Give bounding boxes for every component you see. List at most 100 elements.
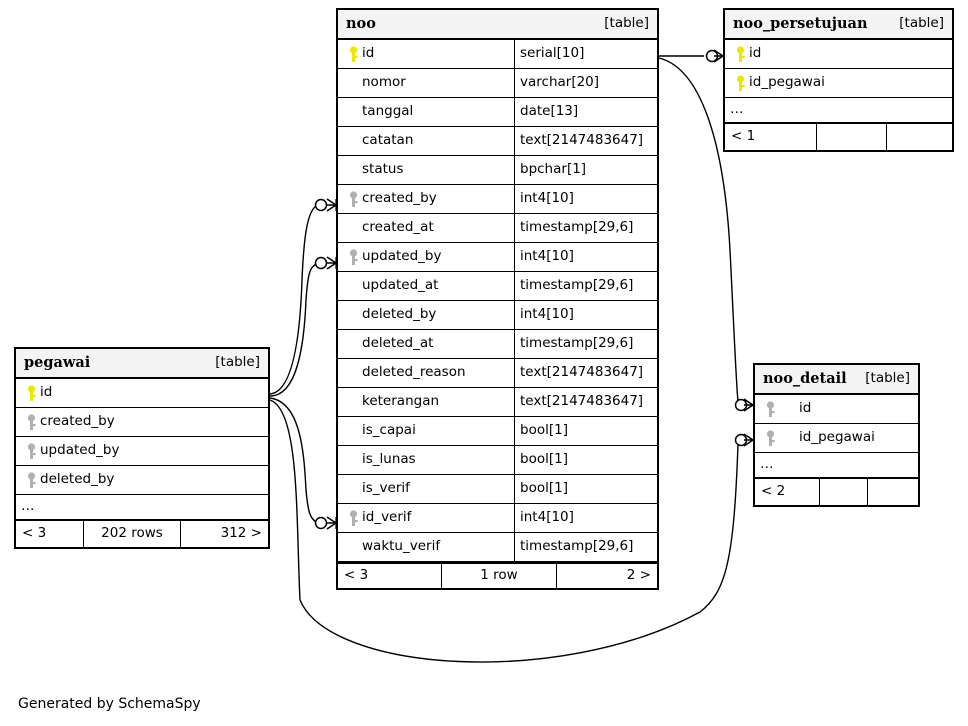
- column-name-cell: nomor: [338, 69, 514, 97]
- table-pegawai-tag: [table]: [215, 354, 260, 371]
- table-row[interactable]: id_pegawai: [725, 69, 952, 98]
- column-name: deleted_by: [40, 471, 115, 488]
- footer-parents-count[interactable]: < 2: [761, 483, 786, 500]
- foreign-key-icon: [22, 442, 40, 460]
- column-type: int4[10]: [514, 185, 657, 213]
- column-type: bool[1]: [514, 475, 657, 503]
- table-row[interactable]: deleted_reason text[2147483647]: [338, 359, 657, 388]
- generator-note: Generated by SchemaSpy: [18, 696, 201, 712]
- foreign-key-icon: [344, 190, 362, 208]
- column-name: catatan: [362, 132, 414, 149]
- table-pegawai-title: pegawai: [24, 353, 91, 371]
- foreign-key-icon: [761, 400, 779, 418]
- table-noo-detail-footer: < 2: [755, 479, 918, 505]
- footer-children-count[interactable]: 2 >: [556, 564, 657, 588]
- table-row[interactable]: updated_by int4[10]: [338, 243, 657, 272]
- footer-parents-count[interactable]: < 1: [731, 128, 756, 145]
- column-name: is_verif: [362, 480, 410, 497]
- table-row[interactable]: deleted_by: [16, 466, 268, 495]
- table-row[interactable]: status bpchar[1]: [338, 156, 657, 185]
- table-row[interactable]: is_capai bool[1]: [338, 417, 657, 446]
- footer-parents-count[interactable]: < 3: [22, 525, 47, 542]
- table-row[interactable]: created_at timestamp[29,6]: [338, 214, 657, 243]
- column-name: updated_by: [362, 248, 442, 265]
- primary-key-icon: [731, 74, 749, 92]
- column-name: deleted_reason: [362, 364, 466, 381]
- column-name-cell: deleted_reason: [338, 359, 514, 387]
- footer-row-count: [816, 124, 886, 150]
- table-row[interactable]: id: [16, 379, 268, 408]
- column-name: id: [40, 384, 53, 401]
- column-name: created_by: [362, 190, 437, 207]
- table-row[interactable]: id: [755, 395, 918, 424]
- column-name-cell: keterangan: [338, 388, 514, 416]
- foreign-key-icon: [761, 429, 779, 447]
- table-row[interactable]: is_lunas bool[1]: [338, 446, 657, 475]
- column-type: varchar[20]: [514, 69, 657, 97]
- column-type: bool[1]: [514, 417, 657, 445]
- footer-parents-count[interactable]: < 3: [344, 567, 369, 584]
- footer-row-count: 1 row: [441, 564, 556, 588]
- column-name-cell: updated_by: [338, 243, 514, 271]
- table-noo-tag: [table]: [604, 15, 649, 32]
- primary-key-icon: [344, 45, 362, 63]
- column-type: int4[10]: [514, 504, 657, 532]
- footer-children-count[interactable]: [886, 124, 952, 150]
- column-name: id: [362, 45, 375, 62]
- table-noo-persetujuan-tag: [table]: [899, 15, 944, 32]
- column-name: status: [362, 161, 404, 178]
- table-row[interactable]: deleted_by int4[10]: [338, 301, 657, 330]
- table-row[interactable]: is_verif bool[1]: [338, 475, 657, 504]
- table-row[interactable]: id: [725, 40, 952, 69]
- column-name-cell: id: [16, 379, 268, 407]
- column-name: id_pegawai: [799, 429, 875, 446]
- column-type: text[2147483647]: [514, 127, 657, 155]
- more-columns-ellipsis: …: [725, 98, 952, 124]
- table-pegawai-header: pegawai [table]: [16, 349, 268, 379]
- column-name: id: [799, 400, 812, 417]
- column-name: id: [749, 45, 762, 62]
- table-row[interactable]: created_by: [16, 408, 268, 437]
- column-name-cell: waktu_verif: [338, 533, 514, 561]
- column-name-cell: created_at: [338, 214, 514, 242]
- table-row[interactable]: id serial[10]: [338, 40, 657, 69]
- column-name: is_capai: [362, 422, 416, 439]
- footer-children-count[interactable]: [867, 479, 918, 505]
- column-name: id_verif: [362, 509, 412, 526]
- table-row[interactable]: tanggal date[13]: [338, 98, 657, 127]
- table-noo-persetujuan-footer: < 1: [725, 124, 952, 150]
- column-name: is_lunas: [362, 451, 416, 468]
- column-name-cell: created_by: [338, 185, 514, 213]
- column-name: updated_by: [40, 442, 120, 459]
- table-row[interactable]: id_verif int4[10]: [338, 504, 657, 533]
- footer-children-count[interactable]: 312 >: [180, 521, 268, 547]
- table-noo-persetujuan[interactable]: noo_persetujuan [table] id id_pegawai … …: [723, 8, 954, 152]
- table-row[interactable]: nomor varchar[20]: [338, 69, 657, 98]
- column-name-cell: is_lunas: [338, 446, 514, 474]
- footer-row-count: 202 rows: [83, 521, 180, 547]
- table-row[interactable]: waktu_verif timestamp[29,6]: [338, 533, 657, 562]
- column-name-cell: created_by: [16, 408, 268, 436]
- table-row[interactable]: id_pegawai: [755, 424, 918, 453]
- column-name-cell: is_capai: [338, 417, 514, 445]
- table-row[interactable]: updated_at timestamp[29,6]: [338, 272, 657, 301]
- foreign-key-icon: [344, 509, 362, 527]
- column-type: text[2147483647]: [514, 359, 657, 387]
- column-name: keterangan: [362, 393, 440, 410]
- table-pegawai[interactable]: pegawai [table] id created_by: [14, 347, 270, 549]
- column-name: id_pegawai: [749, 74, 825, 91]
- column-type: text[2147483647]: [514, 388, 657, 416]
- table-row[interactable]: created_by int4[10]: [338, 185, 657, 214]
- column-type: timestamp[29,6]: [514, 214, 657, 242]
- table-noo-detail-header: noo_detail [table]: [755, 365, 918, 395]
- table-noo-detail[interactable]: noo_detail [table] id id_pegawai … < 2: [753, 363, 920, 507]
- column-type: timestamp[29,6]: [514, 272, 657, 300]
- column-name-cell: updated_by: [16, 437, 268, 465]
- table-noo[interactable]: noo [table] id serial[10] nomor varchar[…: [336, 8, 659, 590]
- table-row[interactable]: deleted_at timestamp[29,6]: [338, 330, 657, 359]
- table-row[interactable]: updated_by: [16, 437, 268, 466]
- column-name-cell: is_verif: [338, 475, 514, 503]
- table-row[interactable]: keterangan text[2147483647]: [338, 388, 657, 417]
- table-row[interactable]: catatan text[2147483647]: [338, 127, 657, 156]
